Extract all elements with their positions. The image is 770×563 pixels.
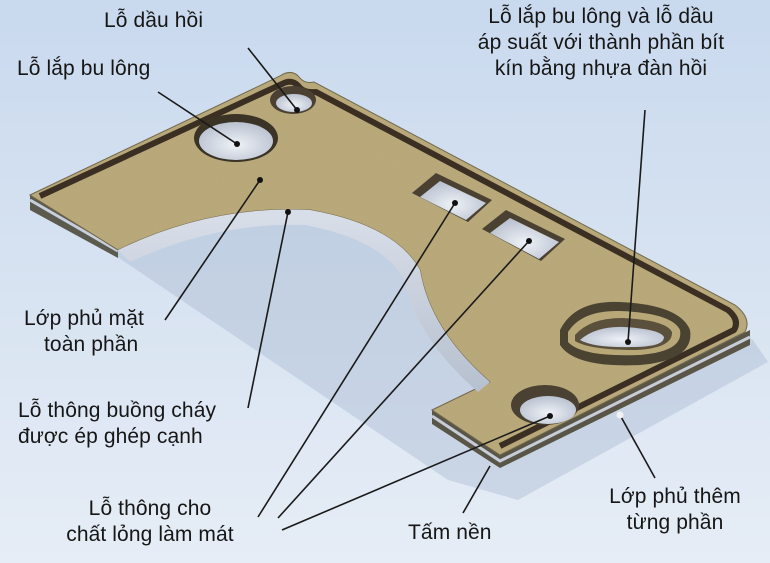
label-bolt-hole: Lỗ lắp bu lông bbox=[17, 57, 151, 80]
label-full-face-coating: Lớp phủ mặt toàn phần bbox=[24, 307, 144, 356]
partial-coating-marker bbox=[616, 411, 624, 419]
combustion-bore-edge bbox=[118, 209, 490, 392]
label-oil-return-hole: Lỗ dầu hồi bbox=[104, 9, 204, 32]
label-partial-coating: Lớp phủ thêm từng phần bbox=[609, 485, 741, 534]
leader-lines bbox=[157, 47, 656, 531]
label-coolant-openings: Lỗ thông cho chất lỏng làm mát bbox=[66, 497, 234, 546]
label-elastomer-sealed-hole: Lỗ lắp bu lông và lỗ dầu áp suất với thà… bbox=[477, 5, 725, 80]
label-combustion-chamber-opening: Lỗ thông buồng cháy được ép ghép cạnh bbox=[18, 399, 217, 448]
label-base-plate: Tấm nền bbox=[408, 521, 492, 544]
leader-dots bbox=[234, 107, 631, 419]
